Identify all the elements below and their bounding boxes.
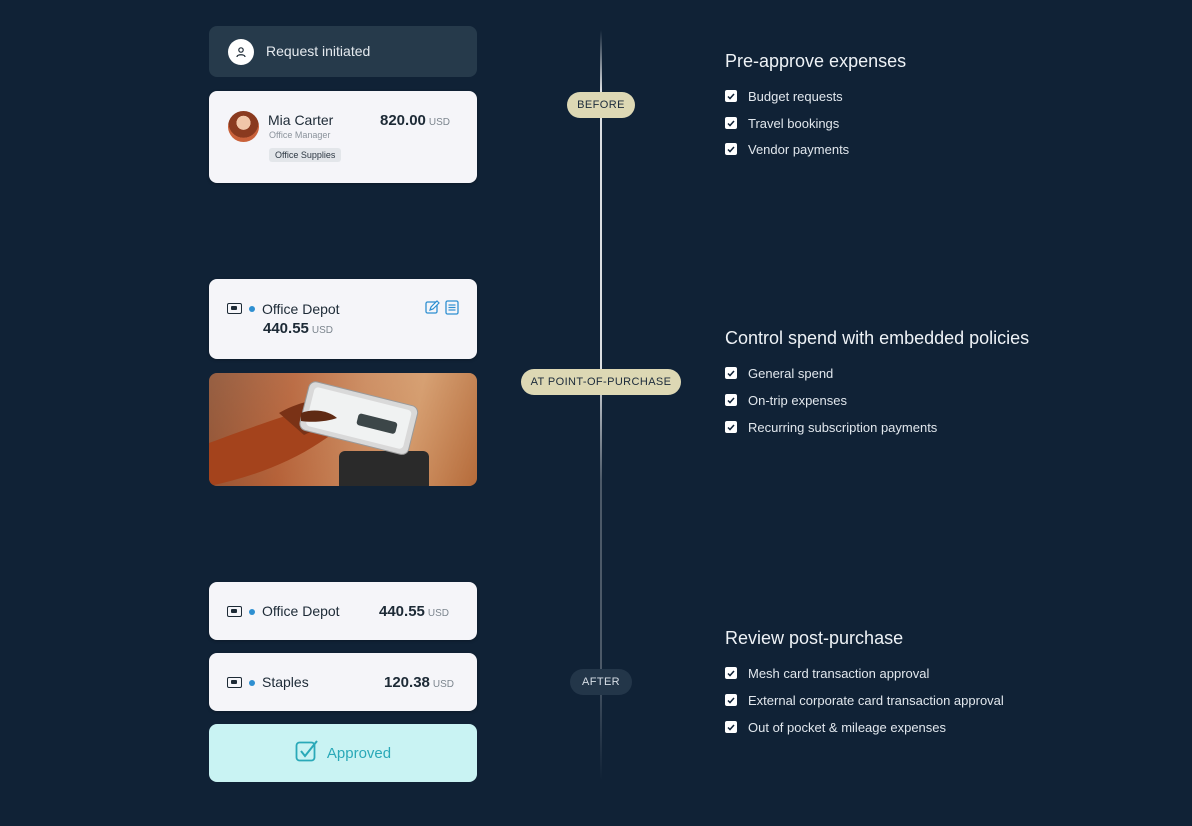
approval-request-card[interactable]: Mia Carter Office Manager Office Supplie… <box>209 91 477 183</box>
transaction-merchant: Staples <box>262 674 309 690</box>
list-item-label: Out of pocket & mileage expenses <box>748 719 947 735</box>
list-item: On-trip expenses <box>725 392 847 408</box>
list-item: Recurring subscription payments <box>725 419 937 435</box>
list-item-label: Travel bookings <box>748 115 840 131</box>
avatar <box>228 111 259 142</box>
check-icon <box>725 421 737 433</box>
list-item-label: On-trip expenses <box>748 392 847 408</box>
status-dot <box>249 609 255 615</box>
request-amount-currency: USD <box>428 117 451 128</box>
approved-label: Approved <box>326 744 392 762</box>
timeline-after-pill: AFTER <box>570 669 632 695</box>
credit-card-icon <box>227 677 242 688</box>
user-icon <box>228 39 254 65</box>
phone-payment-photo <box>209 373 477 486</box>
request-amount-value: 820.00 <box>380 112 426 129</box>
status-dot <box>249 680 255 686</box>
check-icon <box>725 117 737 129</box>
requester-role: Office Manager <box>269 130 331 140</box>
request-initiated-banner: Request initiated <box>209 26 477 77</box>
section-title-pre-approve: Pre-approve expenses <box>725 51 907 71</box>
list-item-label: Vendor payments <box>748 141 850 157</box>
list-item: External corporate card transaction appr… <box>725 692 1004 708</box>
approved-status: Approved <box>209 724 477 782</box>
category-tag: Office Supplies <box>269 148 342 162</box>
check-icon <box>725 367 737 379</box>
requester-name: Mia Carter <box>268 112 334 128</box>
check-icon <box>725 721 737 733</box>
list-item: Out of pocket & mileage expenses <box>725 719 946 735</box>
section-title-review-post-purchase: Review post-purchase <box>725 628 904 648</box>
receipt-icon[interactable] <box>445 300 459 320</box>
transaction-amount-currency: USD <box>427 608 450 619</box>
check-icon <box>725 143 737 155</box>
check-box-icon <box>295 739 319 768</box>
check-icon <box>725 90 737 102</box>
list-item-label: Mesh card transaction approval <box>748 665 930 681</box>
list-item-label: General spend <box>748 365 834 381</box>
edit-icon[interactable] <box>425 300 440 320</box>
timeline-before-pill: BEFORE <box>567 92 635 118</box>
status-dot <box>249 306 255 312</box>
list-item-label: Recurring subscription payments <box>748 419 938 435</box>
transaction-amount-value: 120.38 <box>384 674 430 691</box>
transaction-amount-currency: USD <box>432 679 455 690</box>
merchant-name: Office Depot <box>262 301 340 317</box>
credit-card-icon <box>227 606 242 617</box>
purchase-amount-value: 440.55 <box>263 320 309 337</box>
list-item-label: Budget requests <box>748 88 843 104</box>
list-item: Budget requests <box>725 88 843 104</box>
transaction-merchant: Office Depot <box>262 603 340 619</box>
section-title-control-spend: Control spend with embedded policies <box>725 328 1030 348</box>
purchase-amount-currency: USD <box>311 325 334 336</box>
check-icon <box>725 667 737 679</box>
credit-card-icon <box>227 303 242 314</box>
timeline-line <box>600 30 602 780</box>
list-item: General spend <box>725 365 833 381</box>
list-item: Mesh card transaction approval <box>725 665 929 681</box>
list-item: Vendor payments <box>725 141 849 157</box>
request-initiated-label: Request initiated <box>266 43 371 59</box>
transaction-amount-value: 440.55 <box>379 603 425 620</box>
list-item: Travel bookings <box>725 115 839 131</box>
timeline-point-of-purchase-pill: AT POINT-OF-PURCHASE <box>521 369 681 395</box>
check-icon <box>725 394 737 406</box>
check-icon <box>725 694 737 706</box>
list-item-label: External corporate card transaction appr… <box>748 692 1004 708</box>
